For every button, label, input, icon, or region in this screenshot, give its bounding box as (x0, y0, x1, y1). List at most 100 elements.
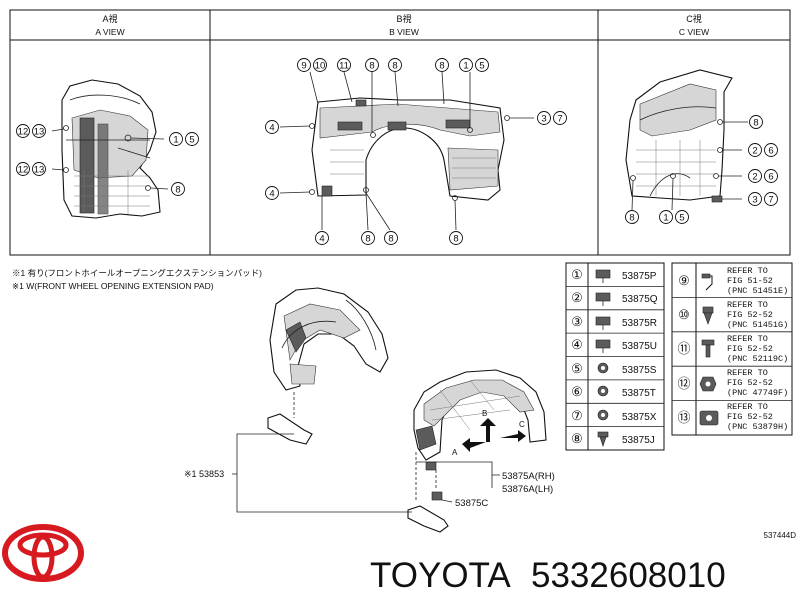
svg-text:4: 4 (269, 123, 274, 134)
svg-text:1: 1 (173, 135, 178, 146)
refer-label: REFER TO (727, 266, 768, 276)
arrow-c-label: C (519, 420, 525, 429)
svg-text:2: 2 (752, 172, 757, 183)
callout-b-8d: 8 (361, 231, 375, 245)
push-clip-icon (597, 431, 609, 447)
row-number: ② (571, 290, 583, 305)
svg-text:1: 1 (463, 61, 468, 72)
view-a-drawing (51, 79, 169, 219)
svg-text:8: 8 (365, 234, 370, 245)
grommet-icon (597, 362, 609, 374)
callout-b-8f: 8 (449, 231, 463, 245)
leader-lines (232, 433, 500, 513)
view-b-drawing (279, 71, 534, 231)
liner-rh-part-number: 53875A(RH) (502, 471, 555, 482)
note-english: ※1 W(FRONT WHEEL OPENING EXTENSION PAD) (12, 281, 214, 291)
grommet-icon (597, 385, 609, 397)
toyota-logo-icon (2, 524, 84, 582)
row-number: ⑥ (571, 384, 583, 399)
svg-text:8: 8 (453, 234, 458, 245)
table-row: ③ 53875R (571, 314, 657, 330)
table-row: ⑪ REFER TO FIG 52-52 (PNC 52119C) (677, 334, 788, 364)
refer-label: REFER TO (727, 368, 768, 378)
part-number: 53875J (622, 435, 655, 446)
extension-pad-drawing (267, 287, 389, 445)
svg-text:4: 4 (319, 234, 324, 245)
refer-fig: FIG 52-52 (727, 344, 773, 354)
callout-c-8-bottom: 8 (625, 210, 639, 224)
refer-label: REFER TO (727, 402, 768, 412)
part-number: 53875R (622, 318, 657, 329)
svg-text:11: 11 (339, 61, 349, 72)
part-number: 53875Q (622, 294, 658, 305)
row-number: ⑫ (677, 376, 690, 391)
view-c-subtitle: C VIEW (679, 27, 709, 37)
view-a-title: A視 (102, 13, 117, 24)
refer-fig: FIG 52-52 (727, 310, 773, 320)
clip-icon (595, 339, 611, 353)
svg-text:8: 8 (388, 234, 393, 245)
parts-table-left (565, 262, 665, 451)
svg-text:8: 8 (629, 213, 634, 224)
row-number: ⑩ (678, 307, 690, 322)
row-number: ⑪ (677, 341, 690, 356)
svg-text:8: 8 (392, 61, 397, 72)
callout-b-11: 11 (337, 58, 351, 72)
view-a-subtitle: A VIEW (95, 27, 124, 37)
clip-icon (595, 269, 611, 283)
bolt-clip-icon (702, 306, 714, 325)
row-number: ⑦ (571, 408, 583, 423)
part-number: 53875X (622, 412, 657, 423)
drawing-code: 537444D (764, 531, 797, 540)
refer-fig: FIG 52-52 (727, 412, 773, 422)
views-frame (9, 9, 791, 256)
svg-text:5: 5 (189, 135, 194, 146)
liner-lh-part-number: 53876A(LH) (502, 484, 553, 495)
svg-text:12: 12 (18, 165, 29, 176)
table-row: ⑧ 53875J (571, 431, 655, 447)
view-arrows (462, 418, 526, 452)
part-number: 53875S (622, 365, 657, 376)
refer-fig: FIG 52-52 (727, 378, 773, 388)
row-number: ⑬ (677, 410, 690, 425)
table-row: ⑤ 53875S (571, 361, 657, 376)
svg-text:2: 2 (752, 146, 757, 157)
view-b-subtitle: B VIEW (389, 27, 419, 37)
arrow-a-label: A (452, 448, 458, 457)
callout-b-4-top: 4 (265, 120, 279, 134)
part-number: 53875P (622, 271, 657, 282)
refer-pnc: (PNC 51451G) (727, 320, 788, 330)
svg-text:13: 13 (34, 127, 45, 138)
svg-text:13: 13 (34, 165, 45, 176)
refer-pnc: (PNC 51451E) (727, 286, 788, 296)
row-number: ⑤ (571, 361, 583, 376)
svg-text:3: 3 (541, 114, 546, 125)
note-japanese: ※1 有り(フロントホイールオープニングエクステンションパッド) (12, 268, 262, 278)
parts-table-right (671, 262, 793, 436)
table-row: ⑩ REFER TO FIG 52-52 (PNC 51451G) (678, 300, 788, 330)
part-number: 53875U (622, 341, 657, 352)
svg-text:7: 7 (557, 114, 562, 125)
pin-icon (701, 339, 715, 358)
svg-text:4: 4 (269, 189, 274, 200)
table-row: ⑥ 53875T (571, 384, 656, 399)
callout-c-8-top: 8 (749, 115, 763, 129)
table-row: ⑬ REFER TO FIG 52-52 (PNC 53879H) (677, 402, 788, 432)
fender-liner-drawing (407, 369, 547, 533)
arrow-b-label: B (482, 409, 487, 418)
svg-text:9: 9 (301, 61, 306, 72)
pad-part-number: ※1 53853 (184, 469, 224, 479)
table-row: ⑫ REFER TO FIG 52-52 (PNC 47749F) (677, 368, 788, 398)
callout-b-8a: 8 (365, 58, 379, 72)
hook-icon (701, 273, 713, 291)
view-c-title: C視 (686, 13, 702, 24)
refer-pnc: (PNC 47749F) (727, 388, 788, 398)
svg-text:8: 8 (753, 118, 758, 129)
part-number: 53875T (622, 388, 656, 399)
view-b-title: B視 (396, 13, 411, 24)
